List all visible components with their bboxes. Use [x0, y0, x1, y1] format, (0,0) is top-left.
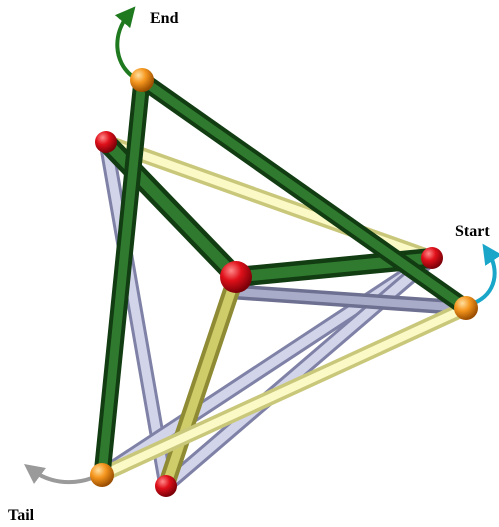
label-start: Start [455, 223, 490, 240]
joints [90, 68, 478, 497]
green-rods [93, 71, 475, 484]
arrows [23, 6, 499, 485]
joint-red-right [421, 247, 443, 269]
rod-lavender-2-core [97, 253, 437, 480]
label-tail: Tail [8, 507, 35, 524]
rod-yellow-bottom-core [98, 304, 470, 479]
rod-slate-core [232, 288, 470, 312]
joint-red-bottom [155, 475, 177, 497]
rod-lavender-1-core [101, 137, 171, 491]
tail-arrow [23, 464, 93, 485]
rod-olive-core [161, 272, 241, 491]
joint-red-top-left [95, 131, 117, 153]
label-end: End [150, 10, 179, 27]
joint-orange-end [130, 68, 154, 92]
joint-orange-tail [90, 463, 114, 487]
rod-green-right-core [137, 75, 471, 313]
back-rods [94, 134, 474, 494]
start-arrow [473, 243, 499, 305]
rod-green-left-core [97, 75, 147, 480]
end-arrow [114, 6, 136, 78]
joint-orange-start [454, 296, 478, 320]
joint-red-center [220, 261, 252, 293]
